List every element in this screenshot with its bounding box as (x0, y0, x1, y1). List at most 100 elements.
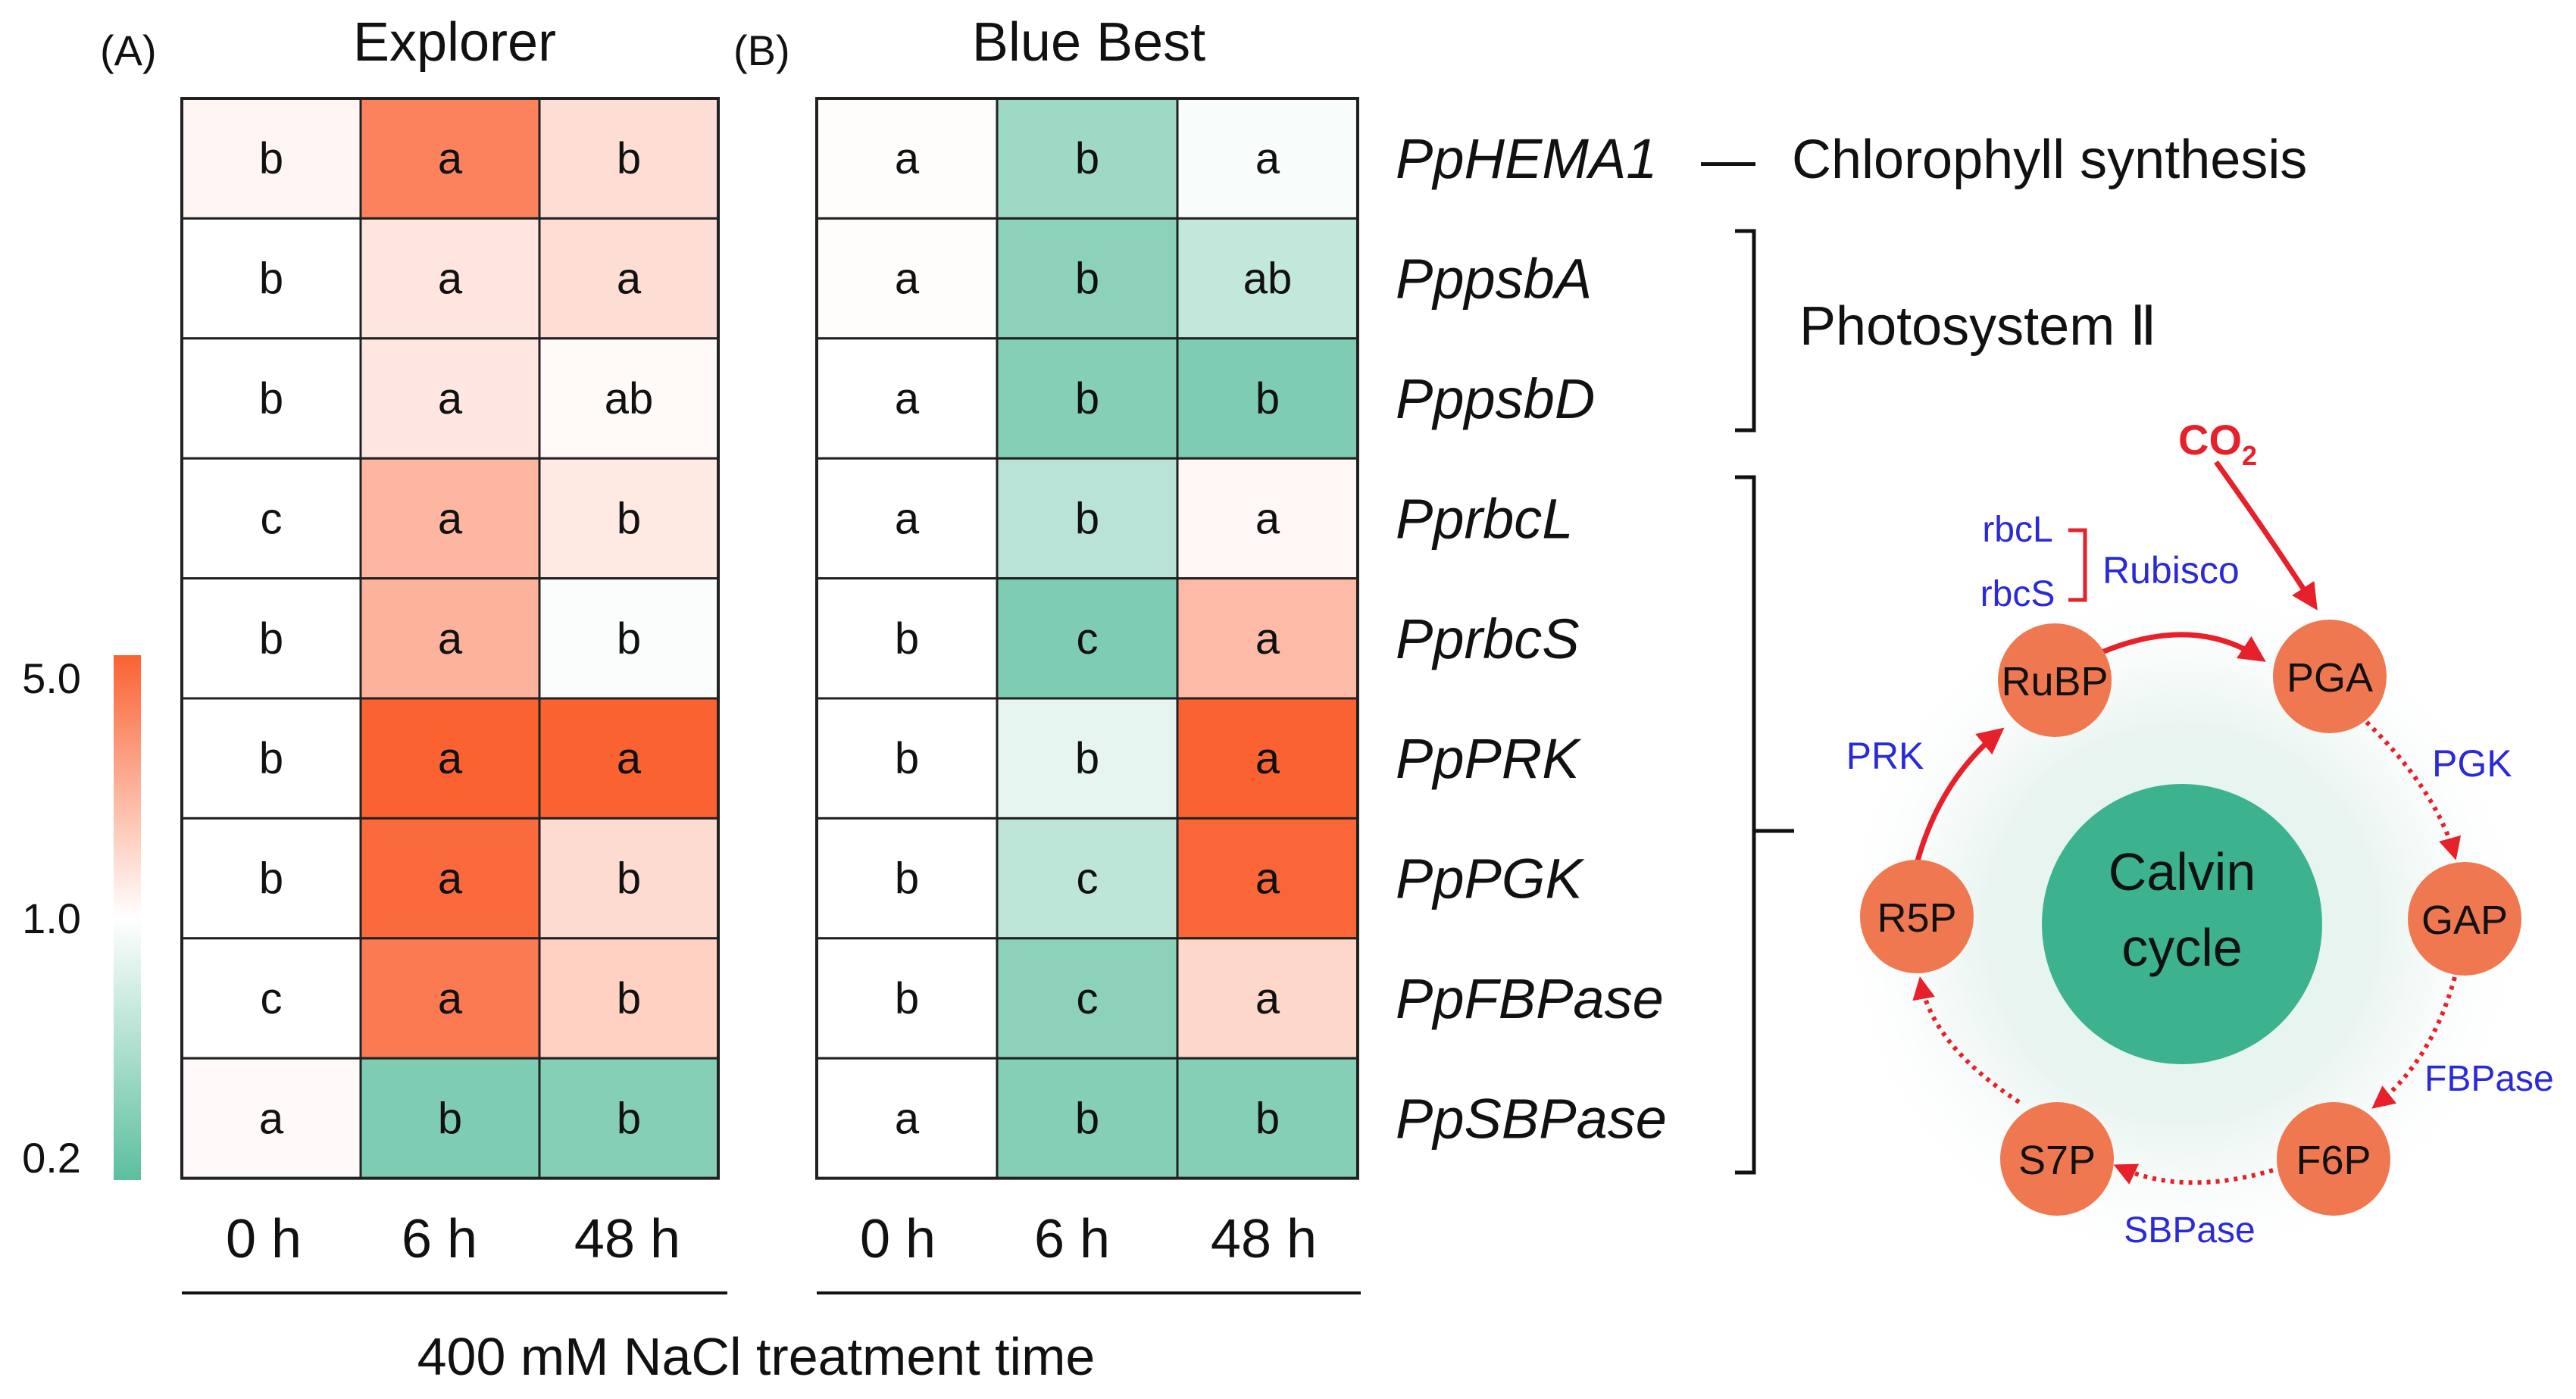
enzyme-rbcl: rbcL (1982, 510, 2052, 550)
panel-b-title: Blue Best (972, 12, 1205, 73)
significance-letter: b (259, 374, 283, 423)
calvin-center-line2: cycle (2121, 918, 2242, 977)
significance-letter: c (261, 974, 283, 1023)
heatmap-cell-explorer (180, 817, 362, 940)
significance-letter: a (438, 974, 463, 1023)
significance-letter: b (617, 614, 641, 664)
significance-letter: b (617, 1094, 641, 1143)
gene-label: PppsbD (1396, 367, 1595, 430)
significance-letter: a (895, 134, 920, 183)
heatmap-cell-blue-best (1176, 817, 1359, 940)
node-pga (2273, 620, 2387, 733)
photosystem-label: Photosystem Ⅱ (1799, 296, 2157, 357)
significance-letter: a (895, 255, 920, 304)
significance-letter: a (1255, 734, 1280, 783)
significance-letter: b (1075, 494, 1099, 543)
significance-letter: b (259, 255, 283, 304)
significance-letter: b (259, 134, 283, 183)
significance-letter: a (438, 134, 463, 183)
significance-letter: b (1075, 374, 1099, 423)
heatmap-cell-blue-best (1176, 97, 1359, 220)
significance-letter: b (895, 614, 919, 664)
significance-letter: c (1077, 854, 1099, 904)
enzyme-sbpase: SBPase (2124, 1210, 2255, 1251)
heatmap-cell-blue-best (815, 577, 999, 700)
significance-letter: c (1077, 974, 1099, 1023)
significance-letter: c (1077, 614, 1099, 664)
colorbar-tick-min: 0.2 (22, 1134, 81, 1182)
heatmap-cell-blue-best (996, 577, 1179, 700)
significance-letter: a (1255, 854, 1280, 904)
heatmap-cell-blue-best (996, 937, 1179, 1060)
significance-letter: b (259, 854, 283, 904)
significance-letter: b (895, 854, 919, 904)
heatmap-cell-explorer (538, 697, 720, 820)
significance-letter: c (261, 494, 283, 543)
calvin-center-line1: Calvin (2109, 842, 2256, 901)
x-tick-label: 6 h (1034, 1209, 1110, 1269)
heatmap-cell-blue-best (996, 1057, 1179, 1180)
significance-letter: b (1255, 374, 1280, 423)
significance-letter: b (895, 974, 919, 1023)
significance-letter: b (1075, 255, 1099, 304)
significance-letter: a (438, 494, 463, 543)
significance-letter: ab (605, 374, 654, 423)
gene-label: PprbcS (1396, 607, 1580, 670)
node-rubp (1998, 623, 2112, 737)
enzyme-fbpase: FBPase (2424, 1059, 2554, 1099)
significance-letter: b (617, 974, 641, 1023)
arrow-f6p-to-s7p (2113, 1163, 2274, 1185)
enzyme-rbcs: rbcS (1980, 574, 2055, 614)
chlorophyll-label: Chlorophyll synthesis (1792, 130, 2307, 190)
heatmap-cell-blue-best (996, 97, 1179, 220)
co2-label: CO2 (2178, 416, 2257, 471)
heatmap-cell-explorer (538, 217, 720, 340)
significance-letter: a (438, 614, 463, 664)
significance-letter: a (438, 854, 463, 904)
gene-label: PpFBPase (1396, 967, 1664, 1030)
significance-letter: b (617, 134, 641, 183)
significance-letter: a (438, 734, 463, 783)
significance-letter: b (259, 614, 283, 664)
arrow-rubp-to-pga (2099, 632, 2266, 662)
heatmap-frame (815, 97, 1359, 1180)
heatmap-cell-blue-best (1176, 937, 1359, 1060)
colorbar-tick-max: 5.0 (22, 654, 81, 702)
heatmap-cell-blue-best (815, 217, 999, 340)
significance-letter: b (895, 734, 919, 783)
heatmap-cell-explorer (359, 97, 541, 220)
heatmap-cell-explorer (538, 457, 720, 580)
significance-letter: a (1255, 974, 1280, 1023)
significance-letter: a (617, 734, 642, 783)
heatmap-cell-explorer (359, 697, 541, 820)
enzyme-prk: PRK (1846, 735, 1924, 777)
arrow-r5p-to-rubp (1914, 727, 2005, 864)
x-tick-label: 48 h (1211, 1209, 1317, 1269)
significance-letter: b (617, 854, 641, 904)
node-f6p-label: F6P (2296, 1138, 2371, 1183)
heatmap-cell-blue-best (1176, 577, 1359, 700)
node-gap (2408, 862, 2521, 976)
heatmap-cell-explorer (359, 337, 541, 460)
significance-letter: a (895, 494, 920, 543)
heatmap-cell-explorer (359, 817, 541, 940)
significance-letter: a (895, 1094, 920, 1143)
gene-label: PpHEMA1 (1396, 127, 1657, 190)
x-ticks-blue-best: 0 h 6 h 48 h (860, 1209, 1317, 1269)
calvin-cycle-diagram: Calvin cycle RuBP PGA GAP F6P S7P R5P CO… (1826, 416, 2554, 1280)
significance-letter: b (1075, 734, 1099, 783)
enzyme-rubisco: Rubisco (2102, 549, 2240, 592)
significance-letter: b (617, 494, 641, 543)
heatmap-cell-blue-best (1176, 697, 1359, 820)
heatmap-cell-explorer (180, 97, 362, 220)
heatmap-cell-blue-best (996, 697, 1179, 820)
x-tick-label: 0 h (860, 1209, 936, 1269)
x-axis-label: 400 mM NaCl treatment time (417, 1327, 1096, 1386)
gene-label: PprbcL (1396, 487, 1573, 550)
calvin-bracket (1735, 475, 1794, 1175)
heatmap-cell-blue-best (996, 337, 1179, 460)
heatmap-cell-blue-best (1176, 1057, 1359, 1180)
